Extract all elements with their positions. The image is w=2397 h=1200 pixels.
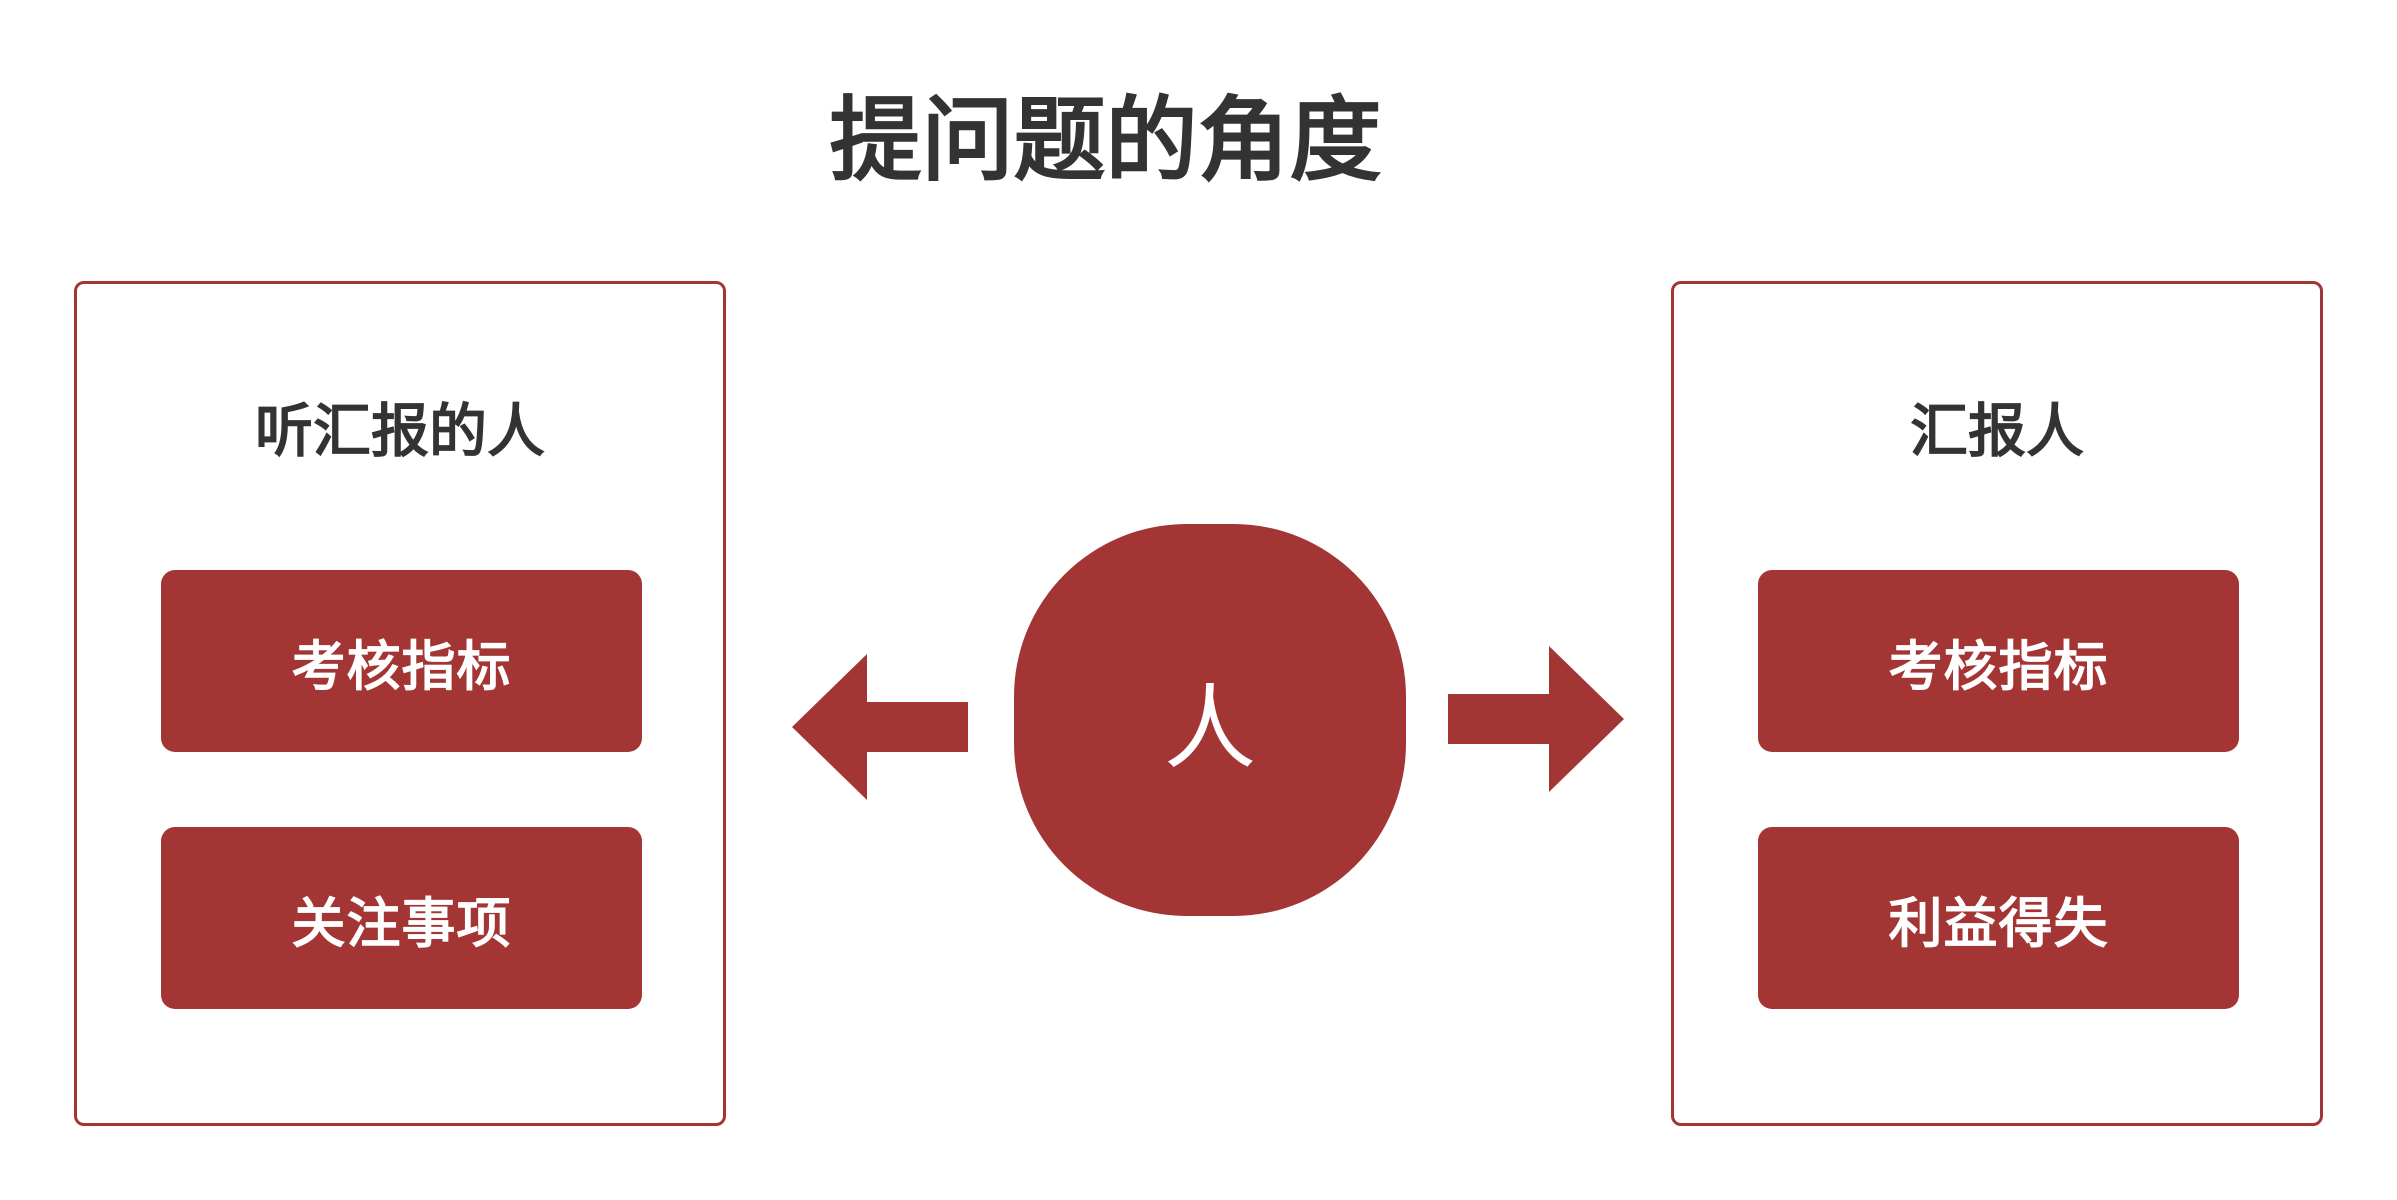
listener-item-kpi: 考核指标 [161, 570, 642, 752]
reporter-item-kpi: 考核指标 [1758, 570, 2239, 752]
reporter-heading: 汇报人 [1909, 397, 2084, 465]
person-label: 人 [1163, 674, 1256, 782]
person-circle: 人 [1014, 524, 1406, 916]
left-arrow-icon [792, 654, 968, 800]
listener-panel: 听汇报的人 考核指标 关注事项 [74, 281, 726, 1126]
listener-heading: 听汇报的人 [254, 397, 545, 465]
listener-item-concerns: 关注事项 [161, 827, 642, 1009]
reporter-item-interests: 利益得失 [1758, 827, 2239, 1009]
right-arrow-icon [1448, 646, 1624, 792]
page-title: 提问题的角度 [829, 87, 1382, 194]
reporter-panel: 汇报人 考核指标 利益得失 [1671, 281, 2323, 1126]
